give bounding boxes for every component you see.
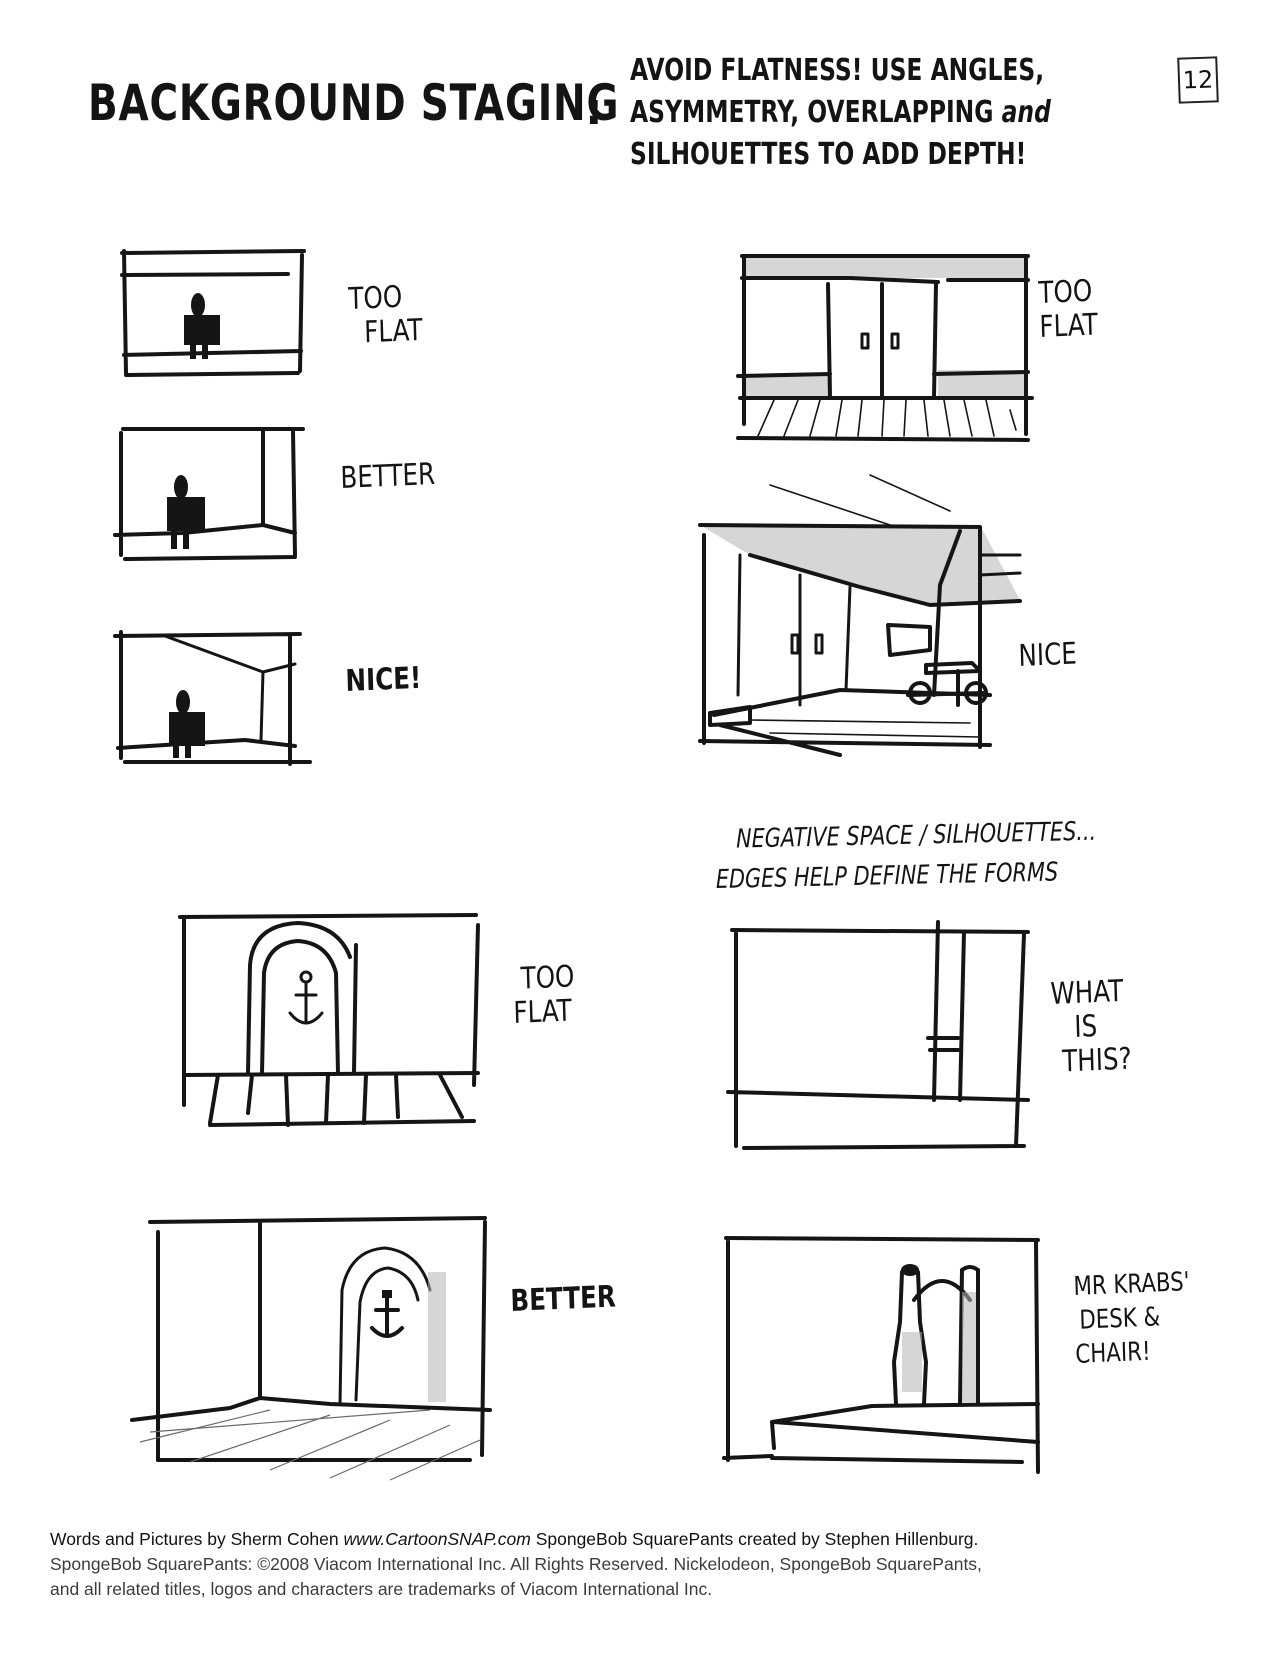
label-nice: NICE bbox=[1017, 636, 1078, 674]
panel-better-anchor bbox=[130, 1216, 492, 1481]
panel-too-flat-figure bbox=[120, 249, 306, 377]
label-better-2: BETTER bbox=[509, 1279, 617, 1319]
panel-what-is-this bbox=[726, 920, 1030, 1150]
anchor-icon bbox=[370, 1290, 404, 1338]
creator-credit: SpongeBob SquarePants created by Stephen… bbox=[535, 1529, 979, 1549]
page-title: Background Staging bbox=[88, 74, 620, 132]
subtitle-line-2: Asymmetry, overlapping and bbox=[630, 95, 1051, 130]
label-too-flat-3: TOO FLAT bbox=[512, 959, 575, 1031]
panel-better-figure bbox=[113, 427, 305, 561]
footer-credits: Words and Pictures by Sherm Cohen www.Ca… bbox=[50, 1527, 1250, 1602]
figure-silhouette-icon bbox=[169, 690, 205, 758]
website-link[interactable]: www.CartoonSNAP.com bbox=[343, 1529, 531, 1549]
title-colon: : bbox=[585, 84, 603, 135]
label-nice-exclaim: NICE! bbox=[344, 660, 422, 699]
footer-credit-line: Words and Pictures by Sherm Cohen www.Ca… bbox=[50, 1527, 1250, 1552]
label-too-flat-1: TOO FLAT bbox=[347, 279, 424, 351]
panel-desk-chair bbox=[722, 1236, 1040, 1474]
page-number-badge: 12 bbox=[1177, 56, 1219, 104]
subtitle: Avoid flatness! Use angles, Asymmetry, o… bbox=[630, 50, 1051, 176]
door-handle-icon bbox=[814, 633, 824, 655]
label-what-is-this: WHAT IS THIS? bbox=[1049, 973, 1133, 1080]
door-handle-icon bbox=[860, 332, 870, 350]
copyright-line-1: SpongeBob SquarePants: ©2008 Viacom Inte… bbox=[50, 1554, 982, 1574]
door-handle-icon bbox=[790, 633, 800, 655]
subtitle-connector: and bbox=[1001, 95, 1051, 130]
picture-frame-icon bbox=[886, 623, 932, 657]
subtitle-line-1: Avoid flatness! Use angles, bbox=[630, 53, 1045, 88]
label-desk-chair: MR KRABS' DESK & CHAIR! bbox=[1073, 1267, 1191, 1370]
panel-nice-perspective bbox=[698, 474, 1022, 757]
panel-too-flat-anchor bbox=[178, 913, 480, 1127]
panel-nice-figure bbox=[113, 630, 312, 766]
author-credit: Words and Pictures by Sherm Cohen bbox=[50, 1529, 339, 1549]
chair-icon bbox=[892, 1264, 980, 1406]
panel-too-flat-doors bbox=[736, 254, 1034, 442]
label-better-1: BETTER bbox=[339, 456, 436, 496]
subtitle-line-3: Silhouettes to add depth! bbox=[630, 137, 1027, 172]
copyright-line-2: and all related titles, logos and charac… bbox=[50, 1579, 713, 1599]
table-chairs-icon bbox=[906, 661, 989, 707]
figure-silhouette-icon bbox=[167, 475, 205, 549]
anchor-icon bbox=[288, 970, 324, 1025]
figure-silhouette-icon bbox=[184, 293, 220, 359]
negative-space-note: Negative space / silhouettes... Edges he… bbox=[715, 816, 1097, 895]
label-too-flat-2: TOO FLAT bbox=[1037, 273, 1099, 345]
door-handle-icon bbox=[890, 332, 900, 350]
